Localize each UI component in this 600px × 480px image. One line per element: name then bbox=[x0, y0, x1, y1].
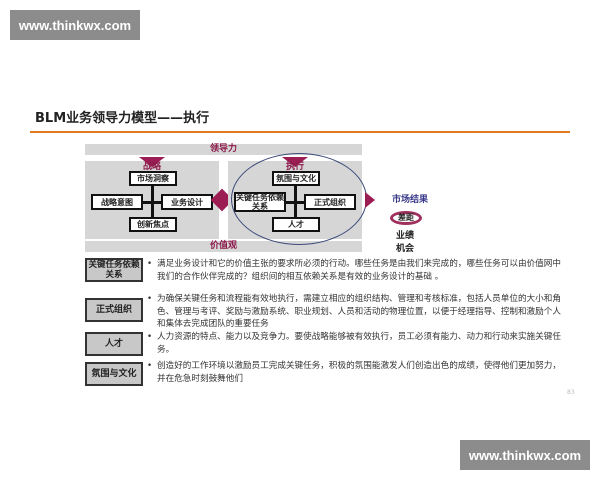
leadership-bar: 领导力 bbox=[85, 144, 362, 155]
title-divider bbox=[30, 131, 570, 133]
box-market-insight: 市场洞察 bbox=[129, 171, 177, 186]
box-strategic-intent: 战略意图 bbox=[91, 194, 143, 210]
execution-highlight-ellipse bbox=[231, 153, 367, 245]
row-label: 关键任务依赖关系 bbox=[85, 258, 143, 282]
market-result-opportunity: 机会 bbox=[395, 244, 414, 254]
row-label: 氛围与文化 bbox=[85, 362, 143, 386]
box-innovation-focus: 创新焦点 bbox=[129, 217, 177, 232]
page-number: 83 bbox=[567, 389, 575, 396]
values-bar: 价值观 bbox=[85, 241, 362, 252]
box-business-design: 业务设计 bbox=[161, 194, 213, 210]
market-results-title: 市场结果 bbox=[391, 195, 428, 205]
market-result-gap: 差距 bbox=[390, 211, 422, 225]
page-title: BLM业务领导力模型——执行 bbox=[35, 111, 210, 126]
row-label: 人才 bbox=[85, 332, 143, 356]
strategy-title: 战略 bbox=[142, 162, 161, 172]
row-text: 人力资源的特点、能力以及竞争力。要使战略能够被有效执行，员工必须有能力、动力和行… bbox=[147, 331, 567, 356]
down-triangle-icon bbox=[139, 157, 165, 167]
row-text: 满足业务设计和它的价值主张的要求所必须的行动。哪些任务是由我们来完成的，哪些任务… bbox=[147, 258, 567, 283]
watermark-top: www.thinkwx.com bbox=[10, 10, 140, 40]
strategy-panel: 战略 市场洞察 战略意图 业务设计 创新焦点 bbox=[85, 157, 219, 239]
row-label: 正式组织 bbox=[85, 298, 143, 322]
watermark-bottom: www.thinkwx.com bbox=[460, 440, 590, 470]
row-text: 创造好的工作环境以激励员工完成关键任务，积极的氛围能激发人们创造出色的成绩，使得… bbox=[147, 360, 567, 385]
right-arrow-icon bbox=[365, 192, 375, 208]
market-result-performance: 业绩 bbox=[395, 231, 414, 241]
row-text: 为确保关键任务和流程能有效地执行，需建立相应的组织结构、管理和考核标准，包括人员… bbox=[147, 293, 567, 331]
